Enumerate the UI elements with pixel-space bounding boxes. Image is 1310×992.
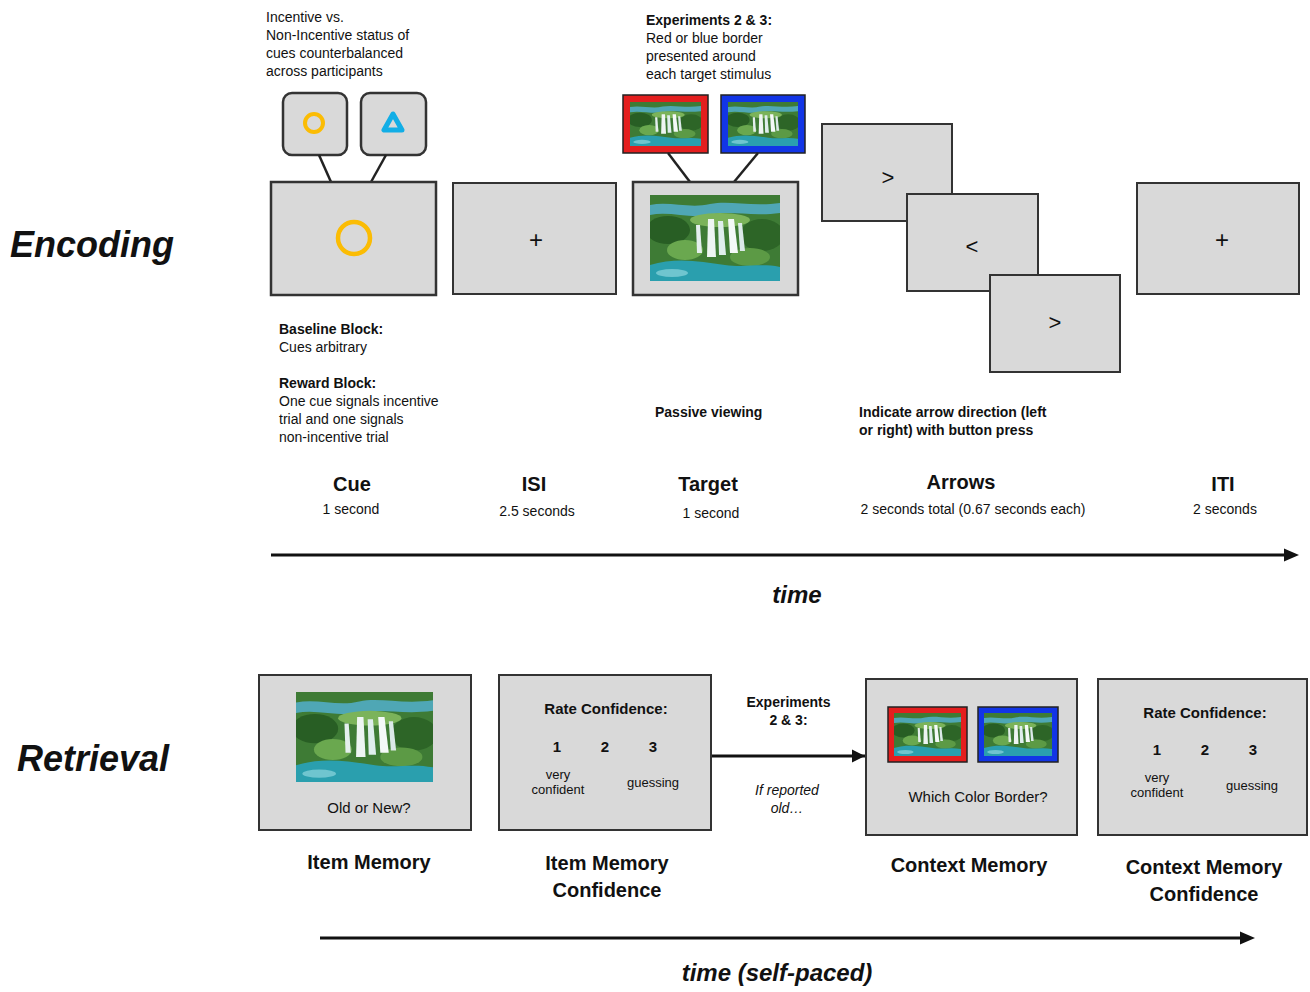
note-text: Incentive vs. Non‑Incentive status of cu… bbox=[266, 8, 426, 80]
note-text: Cues arbitrary bbox=[279, 338, 479, 356]
screen-fill bbox=[865, 678, 1078, 836]
context-memory-screen: Which Color Border?Context Memory bbox=[865, 678, 1078, 836]
leader-line bbox=[319, 155, 331, 182]
cue-option-box bbox=[361, 93, 426, 155]
triangle-cue bbox=[384, 114, 402, 130]
note-text: Red or blue border presented around each… bbox=[646, 29, 784, 83]
edge-label: Experiments 2 & 3: bbox=[742, 693, 836, 729]
screen-text: guessing bbox=[613, 775, 693, 790]
phase-title: Encoding bbox=[10, 223, 270, 266]
screen-text: guessing bbox=[1212, 778, 1292, 793]
red-border-frame bbox=[888, 707, 967, 762]
duration-label: 2 seconds total (0.67 seconds each) bbox=[813, 500, 1133, 518]
time-axis bbox=[271, 554, 1286, 557]
cue-option-box bbox=[283, 93, 347, 155]
heading-text: Item Memory bbox=[239, 849, 499, 876]
heading-text: Context Memory Confidence bbox=[1097, 854, 1310, 908]
circle-cue bbox=[305, 114, 323, 132]
screen-text: very confident bbox=[1121, 770, 1193, 800]
leader-line bbox=[371, 155, 386, 182]
blue-border-frame bbox=[978, 707, 1058, 762]
screen-text: 3 bbox=[1238, 741, 1268, 759]
circle-cue bbox=[338, 222, 370, 254]
heading-text: Item Memory Confidence bbox=[500, 850, 714, 904]
target-screen bbox=[633, 182, 798, 295]
axis-label: time bbox=[697, 580, 897, 609]
screen-text: 1 bbox=[1142, 741, 1172, 759]
screen-text: + bbox=[516, 225, 556, 254]
note-heading: Passive viewing bbox=[655, 403, 855, 421]
iti-screen: + bbox=[1136, 182, 1300, 295]
leader-line bbox=[734, 153, 758, 182]
note-heading: Indicate arrow direction (left or right)… bbox=[859, 403, 1057, 439]
screen-text: Rate Confidence: bbox=[1105, 704, 1305, 722]
time-axis-head bbox=[1240, 932, 1255, 945]
phase-label: ITI bbox=[1143, 472, 1303, 496]
leader-line bbox=[668, 153, 690, 182]
item-memory-screen: Old or New?Item Memory bbox=[258, 674, 472, 831]
duration-label: 1 second bbox=[611, 504, 811, 522]
red-border-frame bbox=[623, 95, 708, 153]
screen-text: 3 bbox=[638, 738, 668, 756]
note-heading: Reward Block: bbox=[279, 374, 479, 392]
waterfall-photo bbox=[726, 102, 800, 146]
duration-label: 1 second bbox=[251, 500, 451, 518]
flow-arrow bbox=[712, 755, 865, 758]
screen-text: 2 bbox=[1190, 741, 1220, 759]
confidence-screen: Rate Confidence: 123 very confident guessin… bbox=[1097, 678, 1308, 836]
screen-fill bbox=[258, 674, 472, 831]
note-text: One cue signals incentive trial and one … bbox=[279, 392, 451, 446]
screen-text: < bbox=[952, 234, 992, 260]
phase-label: Cue bbox=[252, 472, 452, 496]
waterfall-photo bbox=[628, 102, 703, 146]
heading-text: Context Memory bbox=[839, 852, 1099, 879]
screen-text: > bbox=[868, 165, 908, 191]
screen-text: very confident bbox=[522, 767, 594, 797]
screen-text: Which Color Border? bbox=[873, 788, 1083, 806]
time-axis-head bbox=[1284, 549, 1299, 562]
time-axis bbox=[320, 937, 1242, 940]
axis-label: time (self-paced) bbox=[617, 958, 937, 987]
screen-text: Rate Confidence: bbox=[506, 700, 706, 718]
waterfall-photo bbox=[292, 692, 437, 782]
waterfall-photo bbox=[646, 195, 784, 281]
screen-text: 1 bbox=[542, 738, 572, 756]
screen-text: Old or New? bbox=[269, 799, 469, 817]
waterfall-photo bbox=[892, 713, 963, 756]
duration-label: 2.5 seconds bbox=[437, 502, 637, 520]
phase-label: ISI bbox=[434, 472, 634, 496]
duration-label: 2 seconds bbox=[1145, 500, 1305, 518]
phase-label: Arrows bbox=[861, 470, 1061, 494]
screen-text: + bbox=[1202, 225, 1242, 254]
phase-title: Retrieval bbox=[17, 737, 257, 780]
screen-text: 2 bbox=[590, 738, 620, 756]
phase-label: Target bbox=[608, 472, 808, 496]
screen-text: > bbox=[1035, 310, 1075, 336]
isi-screen: + bbox=[452, 182, 617, 295]
note-heading: Experiments 2 & 3: bbox=[646, 11, 846, 29]
condition-note: If reported old… bbox=[742, 781, 832, 817]
blue-border-frame bbox=[721, 95, 805, 153]
arrow-screen: > bbox=[989, 274, 1121, 373]
confidence-screen: Rate Confidence: 123 very confident guessin… bbox=[498, 674, 712, 831]
cue-screen bbox=[271, 182, 436, 295]
note-heading: Baseline Block: bbox=[279, 320, 479, 338]
waterfall-photo bbox=[982, 713, 1054, 756]
